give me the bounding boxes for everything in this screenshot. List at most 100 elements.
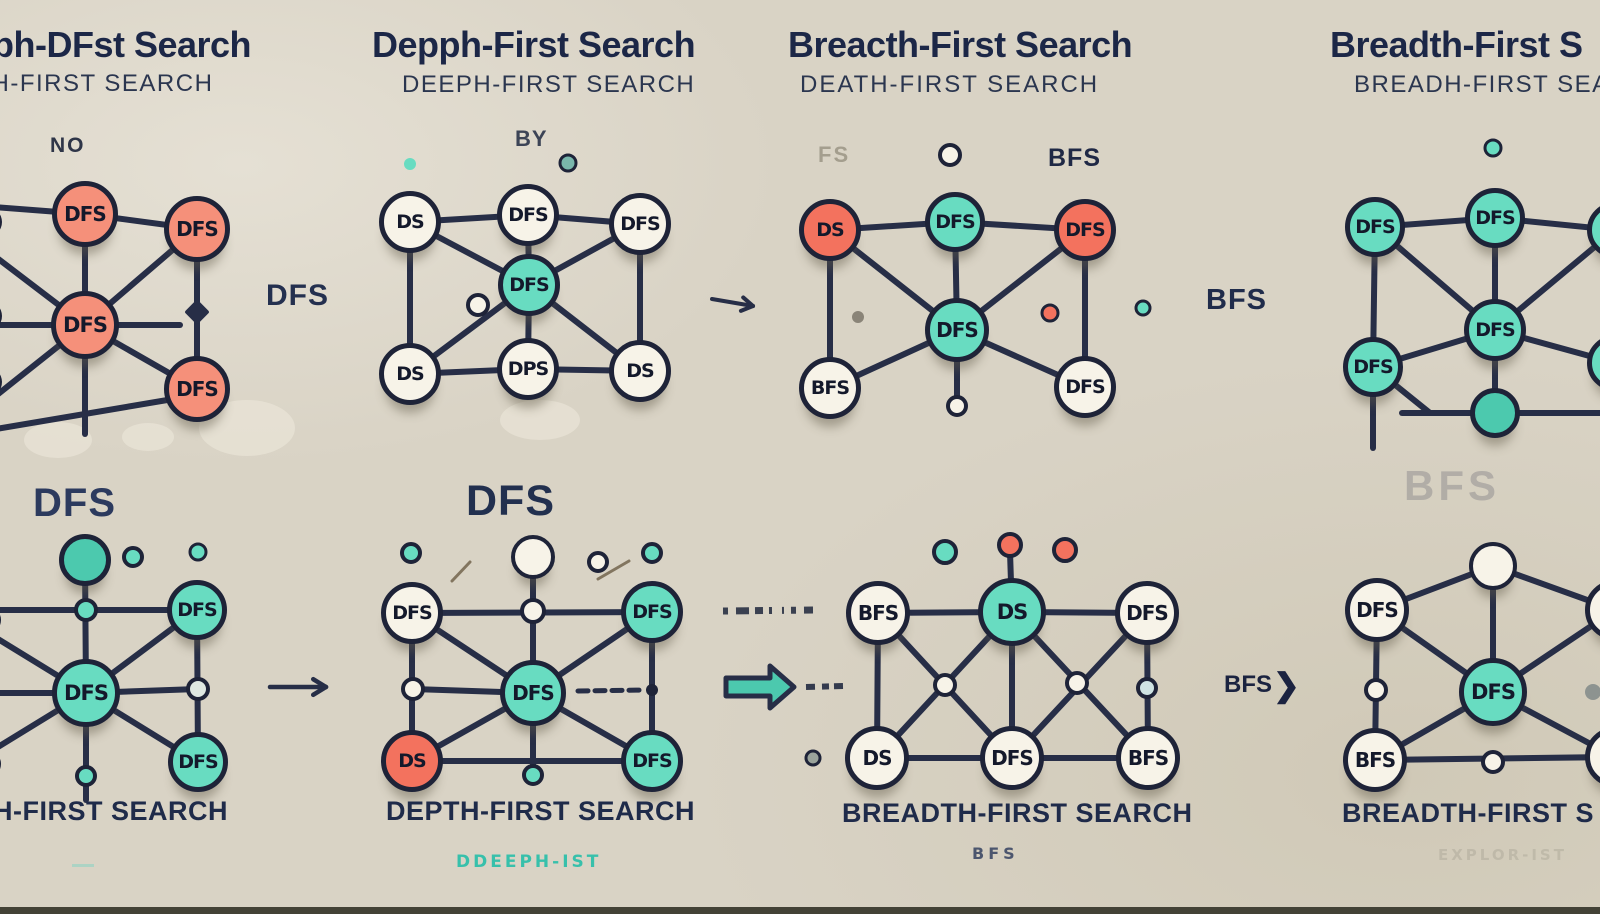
graph-node-label: DS xyxy=(862,746,892,770)
panel-caption-1: TH-FIRST SEARCH xyxy=(0,796,228,826)
graph-node-label: BFS xyxy=(857,601,899,625)
graph-node-label: DS xyxy=(996,600,1029,624)
graph-node-label: DFS xyxy=(1356,598,1399,622)
panel-subtitle-2: DEEPH-FIRST SEARCH xyxy=(402,71,696,98)
graph-node-label: DFS xyxy=(1065,219,1105,241)
graph-node: DFS xyxy=(1465,188,1525,248)
panel-subtitle-3: DEATH-FIRST SEARCH xyxy=(800,71,1100,98)
panel-subtitle-1: PH-FIRST SEARCH xyxy=(0,70,214,97)
label-fs-ghost: FS xyxy=(818,142,851,167)
graph-node-label: DS xyxy=(626,360,654,382)
graph-node-label: DFS xyxy=(935,211,975,233)
graph-node-label: DFS xyxy=(178,751,218,773)
graph-node: BFS xyxy=(1343,728,1407,792)
teal-dash-mark xyxy=(72,864,94,867)
graph-node-label: DS xyxy=(398,750,426,772)
graph-node-label: DS xyxy=(816,219,844,241)
panel-title-3: Breacth-First Search xyxy=(788,24,1133,65)
panel-title-1: ph-DFst Search xyxy=(0,24,252,65)
panel-subcaption-4: EXPLOR-IST xyxy=(1438,846,1567,864)
bottom-edge-strip xyxy=(0,907,1600,914)
graph-node: DFS xyxy=(925,298,989,362)
graph-node-label: DFS xyxy=(1475,319,1515,341)
graph-node: DFS xyxy=(621,581,683,643)
panel-subcaption-2: DDEEPH-IST xyxy=(456,852,602,872)
graph-node-label: DFS xyxy=(1065,376,1105,398)
graph-node-label: DFS xyxy=(1355,216,1395,238)
graph-node: DFS xyxy=(381,582,443,644)
graph-node-label: DS xyxy=(396,363,424,385)
panel-caption-4: BREADTH-FIRST S xyxy=(1342,798,1594,828)
graph-node: BFS xyxy=(799,357,861,419)
graph-node-label: DFS xyxy=(1475,207,1515,229)
graph-node-label: DFS xyxy=(632,750,672,772)
graph-node xyxy=(1587,335,1600,391)
label-dfs-big: DFS xyxy=(33,481,116,525)
graph-node xyxy=(1585,727,1600,787)
graph-node-label: DFS xyxy=(509,274,549,296)
graph-node: DS xyxy=(381,730,443,792)
graph-node: DFS xyxy=(52,659,120,727)
graph-node: DFS xyxy=(51,291,119,359)
graph-node: DFS xyxy=(980,726,1044,790)
graph-node: DFS xyxy=(1343,337,1403,397)
chevron-right-icon: ❯ xyxy=(1273,667,1300,703)
graph-node: DFS xyxy=(167,580,227,640)
graph-node-label: DFS xyxy=(508,204,548,226)
graph-node-label: DFS xyxy=(1126,601,1169,625)
graph-node-label: DFS xyxy=(512,681,555,705)
graph-node: BFS xyxy=(846,581,910,645)
graph-node xyxy=(1587,202,1600,258)
graph-node: DFS xyxy=(168,732,228,792)
label-by: BY xyxy=(515,126,548,151)
label-bfs-arrow: BFS❯ xyxy=(1224,666,1300,704)
graph-node-label: BFS xyxy=(1354,748,1396,772)
graph-node: DPS xyxy=(497,338,559,400)
graph-node-label: DFS xyxy=(936,318,979,342)
graph-node xyxy=(59,534,111,586)
panel-title-4: Breadth-First S xyxy=(1330,24,1583,65)
graph-node-label: DFS xyxy=(176,377,219,401)
graph-node: DFS xyxy=(500,660,566,726)
graph-node xyxy=(1470,388,1520,438)
graph-node-label: DFS xyxy=(1471,680,1516,704)
graph-node: DFS xyxy=(1115,581,1179,645)
graph-node: DFS xyxy=(609,193,671,255)
label-bfs-arrow-text: BFS xyxy=(1224,671,1272,698)
graph-node: DFS xyxy=(164,356,230,422)
label-bfs: BFS xyxy=(1206,284,1267,316)
graph-node-label: DPS xyxy=(507,358,549,380)
graph-node: DFS xyxy=(498,254,560,316)
graph-node-label: BFS xyxy=(1127,746,1169,770)
graph-node: DFS xyxy=(925,192,985,252)
graph-node-label: DFS xyxy=(620,213,660,235)
graph-node: DS xyxy=(609,340,671,402)
graph-node: DFS xyxy=(1464,299,1526,361)
graph-node-label: DFS xyxy=(392,602,432,624)
graph-node: DS xyxy=(799,199,861,261)
panel-caption-3: BREADTH-FIRST SEARCH xyxy=(842,798,1193,828)
graph-node: DFS xyxy=(1459,658,1527,726)
graph-node: DFS xyxy=(164,196,230,262)
graph-node xyxy=(1469,542,1517,590)
graph-node-label: DFS xyxy=(176,217,219,241)
label-bfs-ghost: BFS xyxy=(1404,462,1500,509)
graph-node-label: DFS xyxy=(1353,356,1393,378)
label-dfs: DFS xyxy=(266,279,329,312)
label-bfs: BFS xyxy=(1048,144,1101,172)
graph-node-label: BFS xyxy=(810,377,850,399)
graph-node: DS xyxy=(379,191,441,253)
graph-node xyxy=(1585,580,1600,640)
graph-node-label: DFS xyxy=(64,681,109,705)
graph-node: DFS xyxy=(1345,578,1409,642)
panel-title-2: Depph-First Search xyxy=(372,24,696,65)
label-dfs-big: DFS xyxy=(466,477,555,525)
panel-subtitle-4: BREADH-FIRST SEA xyxy=(1354,71,1600,98)
graph-node-label: DFS xyxy=(64,202,107,226)
graph-node: DS xyxy=(845,726,909,790)
graph-node-label: DFS xyxy=(63,313,108,337)
graph-node: DS xyxy=(978,578,1046,646)
graph-node: DFS xyxy=(1345,197,1405,257)
